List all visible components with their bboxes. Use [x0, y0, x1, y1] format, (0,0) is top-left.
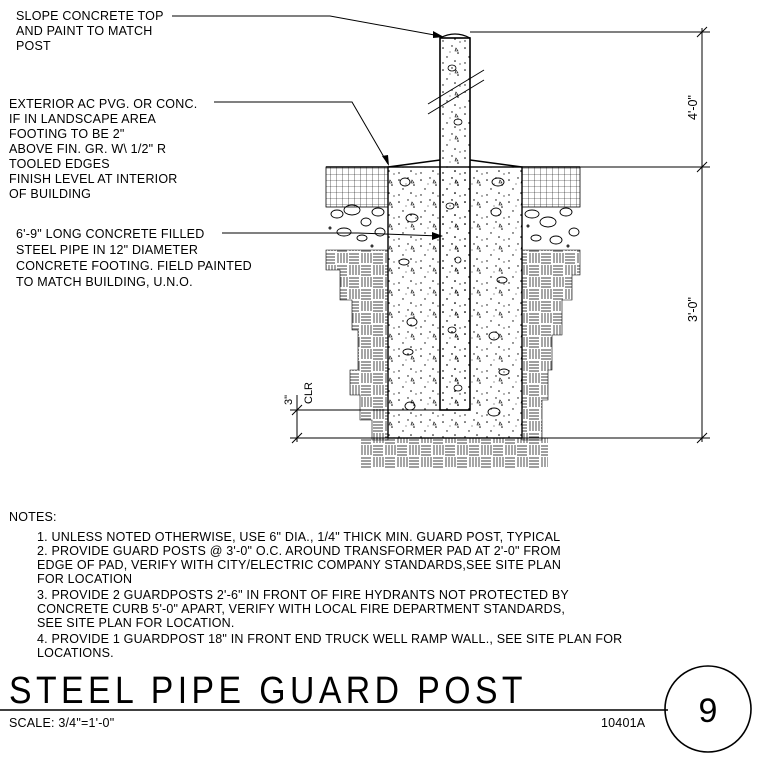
note-line-6: CONCRETE CURB 5'-0" APART, VERIFY WITH L…	[37, 602, 565, 616]
callout-paving-line-4: ABOVE FIN. GR. W\ 1/2" R	[9, 142, 166, 156]
detail-number-circle	[664, 665, 752, 753]
callout-slope-line-2: AND PAINT TO MATCH	[16, 24, 153, 38]
callout-arrowheads	[382, 31, 444, 240]
grade-line	[326, 159, 580, 168]
gravel-right	[524, 207, 580, 248]
dimension-clearance: 3"	[283, 395, 295, 405]
earth-hatch-right	[521, 249, 581, 441]
callout-paving-line-6: FINISH LEVEL AT INTERIOR	[9, 172, 178, 186]
callout-slope-line-1: SLOPE CONCRETE TOP	[16, 9, 164, 23]
sheet-code: 10401A	[601, 716, 646, 730]
callout-pipe-line-4: TO MATCH BUILDING, U.N.O.	[16, 275, 193, 289]
paving-hatch-left	[325, 166, 389, 208]
note-line-9: LOCATIONS.	[37, 646, 114, 660]
steel-pipe-post	[439, 37, 471, 411]
detail-title: STEEL PIPE GUARD POST	[9, 670, 527, 712]
dimension-clearance-label: CLR	[303, 382, 315, 404]
note-line-3: EDGE OF PAD, VERIFY WITH CITY/ELECTRIC C…	[37, 558, 561, 572]
notes-list: 1. UNLESS NOTED OTHERWISE, USE 6" DIA., …	[37, 530, 622, 660]
earth-hatch-bottom	[360, 438, 548, 468]
callout-paving-line-2: IF IN LANDSCAPE AREA	[9, 112, 157, 126]
callout-slope: SLOPE CONCRETE TOP AND PAINT TO MATCH PO…	[16, 9, 164, 53]
detail-number: 9	[699, 692, 718, 730]
scale-label: SCALE: 3/4"=1'-0"	[9, 716, 114, 730]
clearance-dimension	[290, 395, 440, 444]
callout-paving-line-1: EXTERIOR AC PVG. OR CONC.	[9, 97, 197, 111]
note-line-7: SEE SITE PLAN FOR LOCATION.	[37, 616, 235, 630]
callout-pipe-line-2: STEEL PIPE IN 12" DIAMETER	[16, 243, 198, 257]
note-line-5: 3. PROVIDE 2 GUARDPOSTS 2'-6" IN FRONT O…	[37, 588, 569, 602]
dimension-chain	[470, 26, 710, 444]
paving-hatch-right	[521, 166, 581, 208]
callout-paving: EXTERIOR AC PVG. OR CONC. IF IN LANDSCAP…	[9, 97, 197, 201]
callout-leaders	[172, 15, 441, 237]
callout-pipe: 6'-9" LONG CONCRETE FILLED STEEL PIPE IN…	[16, 227, 252, 289]
callout-pipe-line-1: 6'-9" LONG CONCRETE FILLED	[16, 227, 204, 241]
callout-paving-line-3: FOOTING TO BE 2"	[9, 127, 125, 141]
dimension-above-grade: 4'-0"	[686, 95, 700, 120]
callout-slope-line-3: POST	[16, 39, 51, 53]
gravel-left	[328, 204, 386, 248]
note-line-2: 2. PROVIDE GUARD POSTS @ 3'-0" O.C. AROU…	[37, 544, 561, 558]
callout-paving-line-7: OF BUILDING	[9, 187, 91, 201]
note-line-4: FOR LOCATION	[37, 572, 132, 586]
post-break-line	[427, 69, 485, 115]
earth-hatch-left	[325, 249, 389, 441]
callout-pipe-line-3: CONCRETE FOOTING. FIELD PAINTED	[16, 259, 252, 273]
callout-paving-line-5: TOOLED EDGES	[9, 157, 110, 171]
notes-heading: NOTES:	[9, 510, 57, 524]
note-line-1: 1. UNLESS NOTED OTHERWISE, USE 6" DIA., …	[37, 530, 560, 544]
note-line-8: 4. PROVIDE 1 GUARDPOST 18" IN FRONT END …	[37, 632, 622, 646]
dimension-footing-depth: 3'-0"	[686, 297, 700, 322]
post-aggregate	[445, 64, 463, 392]
